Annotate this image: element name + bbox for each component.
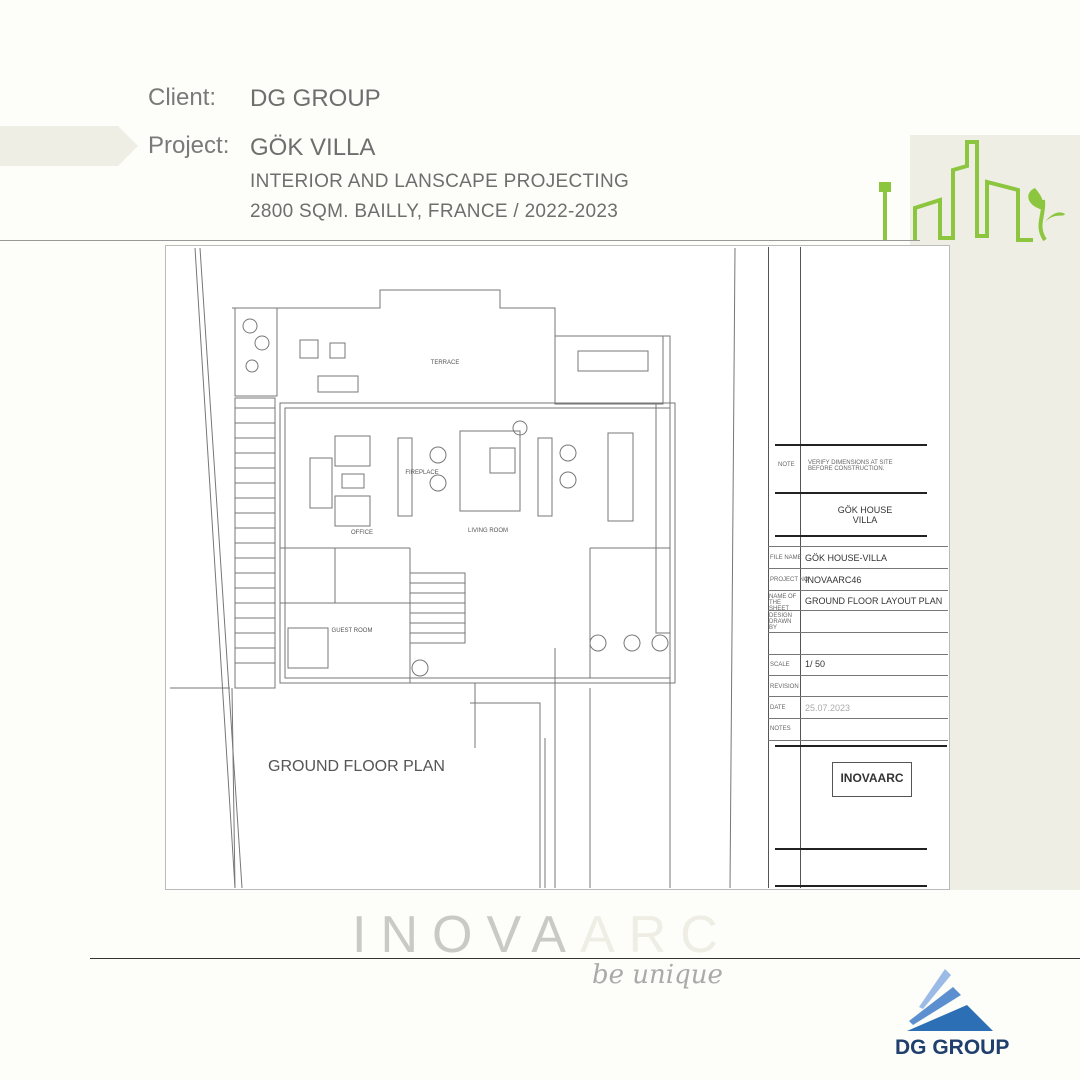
room-label-fireplace: FIREPLACE bbox=[405, 470, 438, 476]
project-no-label: PROJECT NO bbox=[770, 577, 809, 583]
subtitle-details: 2800 SQM. BAILLY, FRANCE / 2022-2023 bbox=[250, 201, 619, 222]
file-name: GÖK HOUSE-VILLA bbox=[805, 553, 888, 563]
drawing-sheet bbox=[165, 245, 950, 890]
notes-label: NOTES bbox=[770, 726, 791, 732]
green-city-icon bbox=[879, 140, 1065, 242]
date-label: DATE bbox=[770, 705, 786, 711]
subtitle-scope: INTERIOR AND LANSCAPE PROJECTING bbox=[250, 171, 630, 192]
scale-label: SCALE bbox=[770, 662, 790, 668]
scale-value: 1/ 50 bbox=[805, 659, 826, 669]
room-label-office: OFFICE bbox=[351, 530, 373, 536]
slogan: be unique bbox=[592, 960, 723, 990]
title-block-divider bbox=[800, 247, 801, 888]
header-banner bbox=[0, 126, 138, 166]
note-text: VERIFY DIMENSIONS AT SITE BEFORE CONSTRU… bbox=[808, 460, 893, 472]
title-block bbox=[768, 247, 948, 888]
date-value: 25.07.2023 bbox=[805, 703, 851, 713]
firm-logo-box: INOVAARC bbox=[832, 762, 912, 797]
project-value: GÖK VILLA bbox=[250, 134, 376, 161]
client-label: Client: bbox=[148, 84, 217, 111]
header-divider bbox=[0, 240, 920, 241]
project-no: INOVAARC46 bbox=[805, 575, 862, 585]
plan-title: GROUND FLOOR PLAN bbox=[268, 758, 445, 775]
room-label-terrace: TERRACE bbox=[431, 360, 460, 366]
drawn-by-label: DESIGN DRAWN BY bbox=[769, 613, 793, 631]
client-value: DG GROUP bbox=[250, 85, 381, 112]
room-label-living-room: LIVING ROOM bbox=[468, 528, 508, 534]
floor-plan-drawing: TERRACE OFFICE LIVING ROOM GUEST ROOM FI… bbox=[170, 248, 736, 888]
revision-label: REVISION bbox=[770, 684, 799, 690]
note-label: NOTE bbox=[778, 462, 795, 468]
file-name-label: FILE NAME bbox=[770, 555, 802, 561]
project-label: Project: bbox=[148, 132, 230, 159]
room-label-guest-room: GUEST ROOM bbox=[332, 628, 373, 634]
footer-divider bbox=[90, 958, 1080, 959]
inovaarc-logo: INOVAARC bbox=[352, 906, 732, 964]
dg-group-logo-icon bbox=[907, 969, 993, 1031]
sheet-label: NAME OF THE SHEET bbox=[769, 594, 797, 612]
dg-group-logo-text: DG GROUP bbox=[895, 1036, 1010, 1059]
sheet-name: GROUND FLOOR LAYOUT PLAN bbox=[805, 596, 943, 606]
